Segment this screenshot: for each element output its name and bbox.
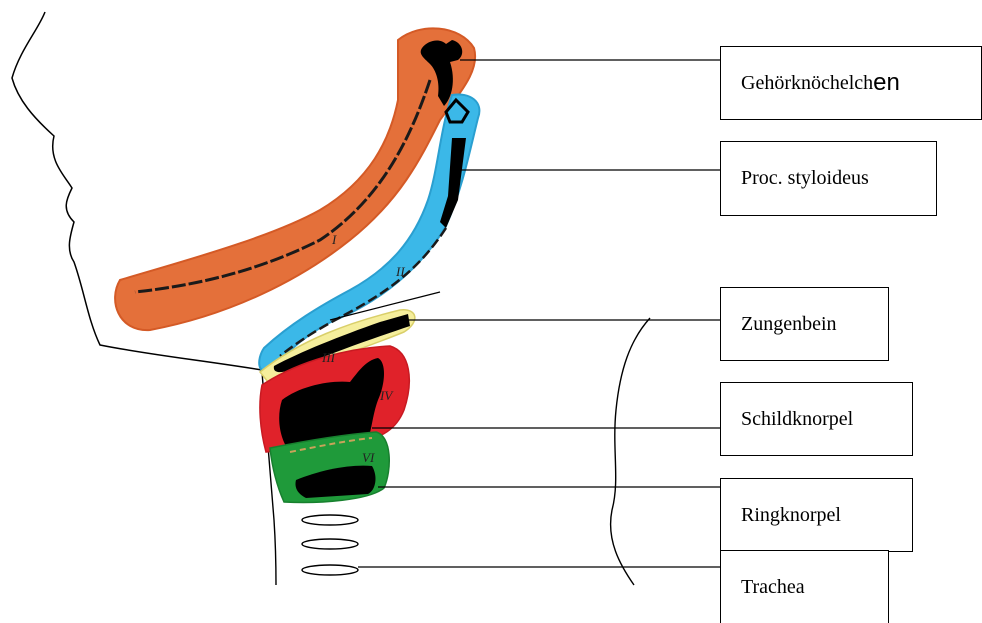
- arch-numeral-3: III: [321, 350, 336, 365]
- arch-numeral-2: II: [395, 264, 405, 279]
- arch-1-region: [115, 28, 475, 330]
- trachea-ring-1: [302, 515, 358, 525]
- label-hyoid-text: Zungenbein: [741, 313, 837, 336]
- label-trachea: Trachea: [720, 550, 889, 623]
- arch-numeral-6: VI: [362, 450, 375, 465]
- label-styloid: Proc. styloideus: [720, 141, 937, 216]
- arch-numeral-1: I: [331, 232, 337, 247]
- arch-numeral-4: IV: [379, 388, 394, 403]
- trachea-ring-2: [302, 539, 358, 549]
- label-thyroid-text: Schildknorpel: [741, 408, 853, 431]
- label-thyroid: Schildknorpel: [720, 382, 913, 456]
- label-hyoid: Zungenbein: [720, 287, 889, 361]
- label-ossicles-text: Gehörknöchelch: [741, 72, 873, 95]
- label-styloid-text: Proc. styloideus: [741, 167, 869, 190]
- trachea-ring-3: [302, 565, 358, 575]
- label-cricoid-text: Ringknorpel: [741, 504, 841, 527]
- label-ossicles-tail: en: [873, 69, 900, 97]
- label-cricoid: Ringknorpel: [720, 478, 913, 552]
- neck-back-outline: [611, 318, 650, 585]
- label-trachea-text: Trachea: [741, 576, 805, 599]
